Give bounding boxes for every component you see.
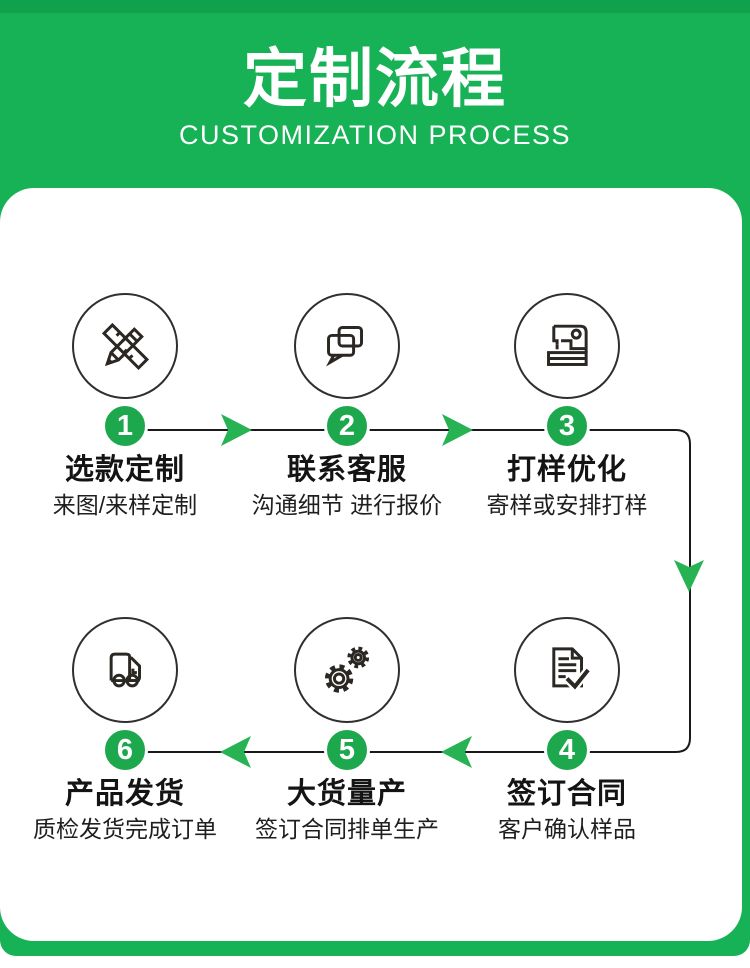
step-3-title: 打样优化 xyxy=(506,454,627,486)
step-2-subtitle: 沟通细节 进行报价 xyxy=(251,492,443,519)
arrow-left-1-icon xyxy=(441,736,472,768)
step-6: 6 产品发货 质检发货完成订单 xyxy=(15,617,235,844)
step-2-icon-circle xyxy=(294,293,400,399)
step-4-title: 签订合同 xyxy=(506,778,627,810)
step-3: 3 打样优化 寄样或安排打样 xyxy=(457,293,677,520)
step-5-subtitle: 签订合同排单生产 xyxy=(255,816,439,843)
document-check-icon xyxy=(552,647,592,693)
step-3-number-badge: 3 xyxy=(544,403,590,449)
sewing-machine-icon xyxy=(547,324,588,366)
step-5-icon-circle xyxy=(294,617,400,723)
step-3-icon-circle xyxy=(514,293,620,399)
step-4-number-badge: 4 xyxy=(544,727,590,773)
chat-bubbles-icon xyxy=(325,326,364,367)
arrow-right-2-icon xyxy=(442,414,473,446)
step-6-title: 产品发货 xyxy=(64,778,185,810)
page-subtitle: CUSTOMIZATION PROCESS xyxy=(178,120,572,151)
step-5-number-badge: 5 xyxy=(324,727,370,773)
step-4: 4 签订合同 客户确认样品 xyxy=(457,617,677,844)
step-2-number-badge: 2 xyxy=(324,403,370,449)
step-6-number-badge: 6 xyxy=(102,727,148,773)
step-1-subtitle: 来图/来样定制 xyxy=(52,492,198,519)
step-2: 2 联系客服 沟通细节 进行报价 xyxy=(237,293,457,520)
step-1-title: 选款定制 xyxy=(64,454,185,486)
step-1: 1 选款定制 来图/来样定制 xyxy=(15,293,235,520)
truck-icon xyxy=(109,652,142,688)
page-title: 定制流程 xyxy=(243,43,507,115)
step-5: 5 大货量产 签订合同排单生产 xyxy=(237,617,457,844)
step-4-subtitle: 客户确认样品 xyxy=(498,816,636,843)
step-6-icon-circle xyxy=(72,617,178,723)
step-6-subtitle: 质检发货完成订单 xyxy=(33,816,217,843)
pencil-ruler-icon xyxy=(101,322,150,371)
step-4-icon-circle xyxy=(514,617,620,723)
arrow-right-1-icon xyxy=(221,414,252,446)
arrow-down-icon xyxy=(674,560,704,592)
step-2-title: 联系客服 xyxy=(286,454,407,486)
step-3-subtitle: 寄样或安排打样 xyxy=(486,492,648,519)
connector-path xyxy=(125,429,691,753)
step-1-number-badge: 1 xyxy=(102,403,148,449)
header: 定制流程 CUSTOMIZATION PROCESS xyxy=(0,0,750,151)
arrow-left-2-icon xyxy=(220,736,251,768)
gears-icon xyxy=(324,646,370,693)
step-5-title: 大货量产 xyxy=(286,778,407,810)
step-1-icon-circle xyxy=(72,293,178,399)
